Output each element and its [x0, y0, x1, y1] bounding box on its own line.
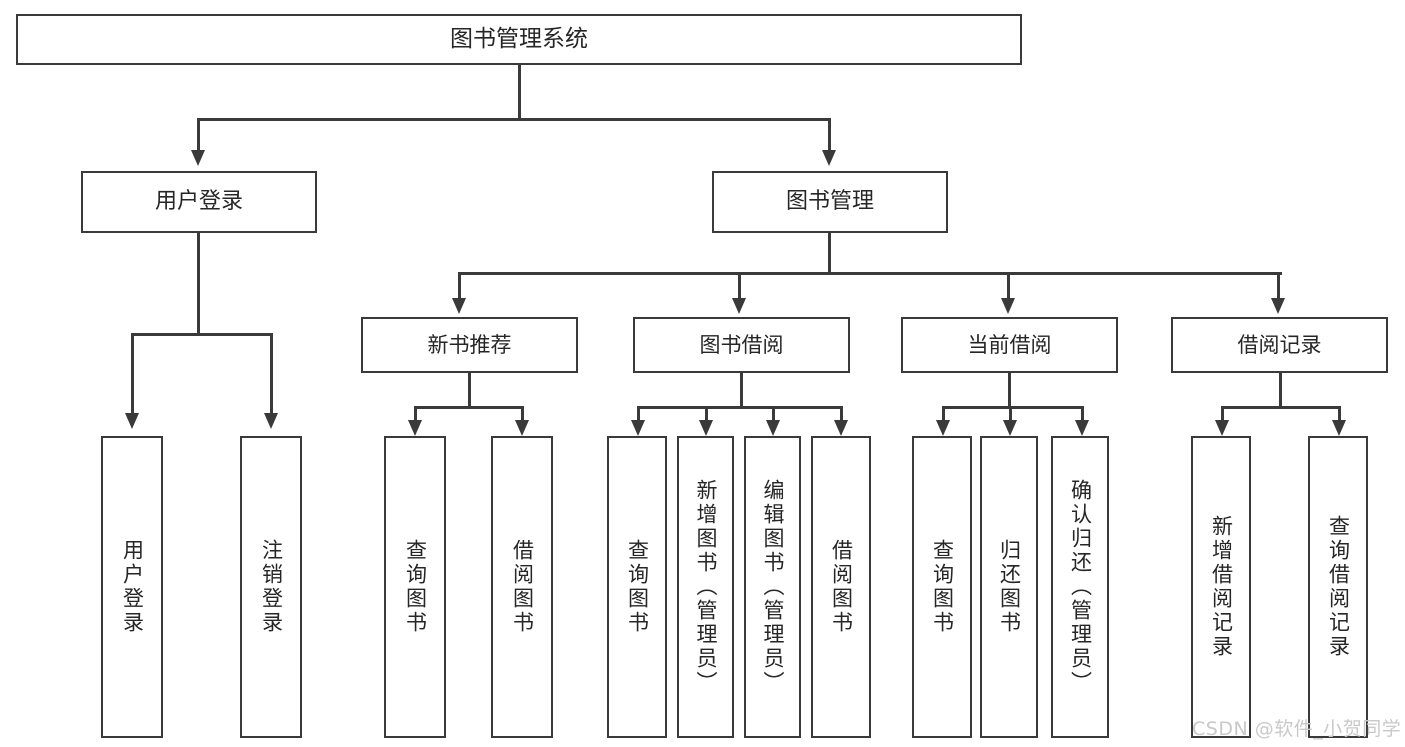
connector-level2-bus: [197, 118, 830, 121]
arrow-to-leaf-query-book-3: [936, 420, 950, 436]
connector-borrow-record-stem: [1279, 373, 1282, 408]
leaf-label: 新增借阅记录: [1209, 515, 1234, 659]
arrow-to-leaf-user-login: [125, 413, 139, 429]
watermark-text: CSDN @软件_小贺同学: [1192, 718, 1402, 740]
connector-level2-drop-1: [197, 118, 200, 152]
leaf-add-book-admin[interactable]: 新增图书（管理员）: [677, 436, 734, 738]
connector-book-management-stem: [828, 233, 831, 275]
connector-book-borrow-bus: [637, 406, 843, 409]
connector-level3-drop-3: [1007, 272, 1010, 300]
leaf-confirm-return-admin[interactable]: 确认归还（管理员）: [1051, 436, 1109, 738]
connector-book-borrow-drop-3: [772, 406, 775, 422]
leaf-label: 借阅图书: [510, 539, 535, 635]
connector-current-borrow-bus: [942, 406, 1084, 409]
connector-current-borrow-stem: [1008, 373, 1011, 408]
leaf-query-book-current[interactable]: 查询图书: [912, 436, 972, 738]
connector-current-borrow-drop-1: [942, 406, 945, 422]
connector-new-book-drop-2: [521, 406, 524, 422]
leaf-label: 查询图书: [403, 539, 428, 635]
arrow-to-leaf-add-book: [699, 420, 713, 436]
connector-borrow-record-bus: [1221, 406, 1340, 409]
connector-current-borrow-drop-2: [1009, 406, 1012, 422]
connector-book-borrow-drop-2: [705, 406, 708, 422]
leaf-label: 归还图书: [997, 539, 1022, 635]
connector-borrow-record-drop-1: [1221, 406, 1224, 422]
leaf-borrow-book[interactable]: 借阅图书: [811, 436, 871, 738]
arrow-to-leaf-borrow-book-2: [834, 420, 848, 436]
arrow-to-borrow-record: [1271, 298, 1285, 314]
node-label: 图书管理系统: [450, 26, 588, 53]
watermark-csdn: CSDN @软件_小贺同学: [1192, 714, 1401, 741]
connector-root-stem: [518, 65, 521, 120]
leaf-query-borrow-record[interactable]: 查询借阅记录: [1308, 436, 1368, 738]
leaf-return-book[interactable]: 归还图书: [980, 436, 1038, 738]
arrow-to-book-management: [822, 150, 836, 166]
arrow-to-current-borrow: [1001, 298, 1015, 314]
connector-book-borrow-drop-1: [637, 406, 640, 422]
connector-borrow-record-drop-2: [1338, 406, 1341, 422]
leaf-borrow-book-recommend[interactable]: 借阅图书: [491, 436, 553, 738]
arrow-to-leaf-edit-book: [766, 420, 780, 436]
leaf-label: 查询图书: [930, 539, 955, 635]
connector-level3-bus: [458, 272, 1282, 275]
connector-new-book-bus: [414, 406, 524, 409]
connector-book-borrow-stem: [740, 373, 743, 408]
node-label: 图书管理: [785, 189, 874, 215]
node-root-book-management-system[interactable]: 图书管理系统: [16, 14, 1022, 65]
node-label: 用户登录: [154, 189, 243, 215]
arrow-to-leaf-logout: [264, 413, 278, 429]
arrow-to-leaf-query-book-1: [408, 420, 422, 436]
leaf-label: 新增图书（管理员）: [694, 479, 718, 695]
leaf-label: 注销登录: [259, 539, 284, 635]
leaf-user-login[interactable]: 用户登录: [101, 436, 163, 738]
connector-new-book-drop-1: [414, 406, 417, 422]
arrow-to-leaf-return-book: [1003, 420, 1017, 436]
arrow-to-leaf-add-record: [1215, 420, 1229, 436]
leaf-label: 借阅图书: [829, 539, 854, 635]
arrow-to-leaf-borrow-book-1: [515, 420, 529, 436]
node-label: 借阅记录: [1237, 332, 1322, 357]
node-label: 图书借阅: [699, 332, 784, 357]
leaf-add-borrow-record[interactable]: 新增借阅记录: [1191, 436, 1251, 738]
leaf-label: 编辑图书（管理员）: [761, 479, 785, 695]
arrow-to-leaf-confirm-return: [1075, 420, 1089, 436]
leaf-edit-book-admin[interactable]: 编辑图书（管理员）: [744, 436, 801, 738]
connector-book-borrow-drop-4: [840, 406, 843, 422]
arrow-to-book-borrow: [732, 298, 746, 314]
connector-new-book-stem: [468, 373, 471, 408]
leaf-label: 确认归还（管理员）: [1068, 479, 1093, 695]
connector-current-borrow-drop-3: [1081, 406, 1084, 422]
leaf-query-book-recommend[interactable]: 查询图书: [384, 436, 446, 738]
arrow-to-leaf-query-book-2: [631, 420, 645, 436]
node-label: 当前借阅: [967, 332, 1052, 357]
connector-level2-drop-2: [828, 118, 831, 152]
leaf-label: 查询图书: [625, 539, 650, 635]
connector-user-login-drop-2: [270, 333, 273, 415]
arrow-to-new-book-recommend: [452, 298, 466, 314]
connector-level3-drop-4: [1277, 272, 1280, 300]
node-current-borrow[interactable]: 当前借阅: [901, 317, 1118, 373]
node-user-login[interactable]: 用户登录: [81, 171, 317, 233]
arrow-to-user-login: [191, 150, 205, 166]
leaf-label: 查询借阅记录: [1326, 515, 1351, 659]
node-book-borrow[interactable]: 图书借阅: [633, 317, 850, 373]
connector-user-login-drop-1: [131, 333, 134, 415]
leaf-query-book-borrow[interactable]: 查询图书: [607, 436, 667, 738]
connector-level3-drop-1: [458, 272, 461, 300]
connector-user-login-stem: [197, 233, 200, 335]
node-label: 新书推荐: [427, 332, 512, 357]
connector-user-login-bus: [131, 333, 273, 336]
leaf-logout[interactable]: 注销登录: [240, 436, 302, 738]
leaf-label: 用户登录: [120, 539, 145, 635]
connector-level3-drop-2: [738, 272, 741, 300]
node-new-book-recommend[interactable]: 新书推荐: [361, 317, 578, 373]
arrow-to-leaf-query-record: [1332, 420, 1346, 436]
node-borrow-record[interactable]: 借阅记录: [1171, 317, 1388, 373]
node-book-management[interactable]: 图书管理: [712, 171, 948, 233]
